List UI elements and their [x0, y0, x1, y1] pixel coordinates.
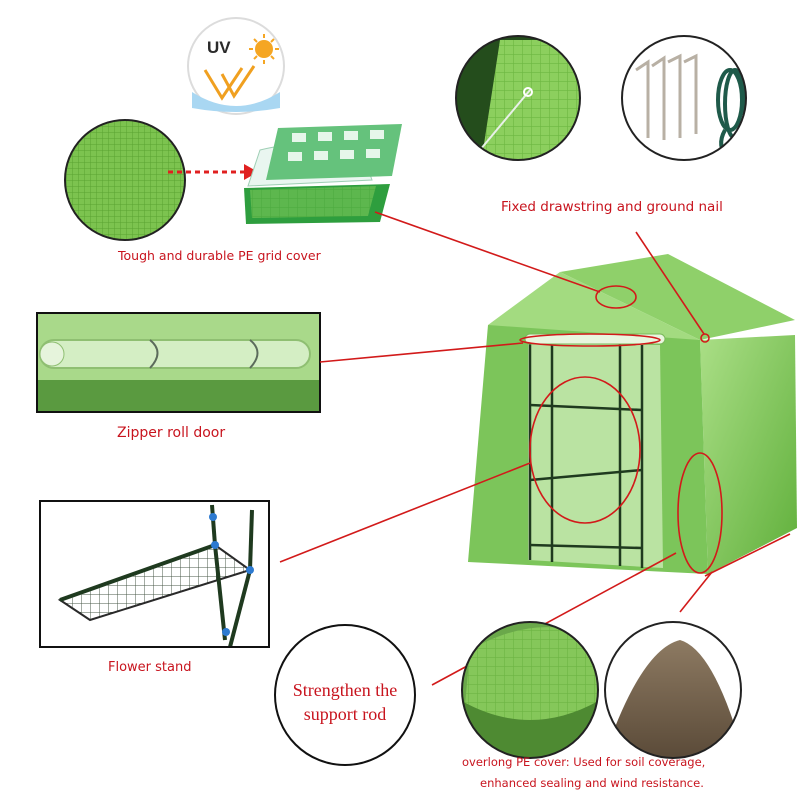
overlong-cover-line2: enhanced sealing and wind resistance.: [480, 776, 704, 790]
uv-label: UV: [207, 38, 231, 57]
overlong-cover-marker: [704, 533, 791, 577]
drawstring-closeup-image: [455, 35, 581, 161]
flower-stand-marker: [529, 376, 641, 524]
ground-nails-and-rope-image: [621, 35, 747, 161]
flower-stand-caption: Flower stand: [108, 660, 192, 675]
pe-grid-closeup-image: [64, 119, 186, 241]
flower-stand-image: [39, 500, 270, 648]
soil-pile-image: [604, 621, 742, 759]
grid-cover-marker: [595, 285, 637, 309]
zipper-door-caption: Zipper roll door: [117, 425, 226, 441]
zipper-door-marker: [519, 333, 661, 347]
support-rod-line1: Strengthen the: [292, 680, 398, 700]
callout-markers: [279, 211, 791, 686]
material-layers-diagram: [244, 124, 402, 224]
support-rod-caption-circle: [274, 624, 416, 766]
support-rod-line2: support rod: [303, 704, 387, 724]
support-rod-marker: [677, 452, 723, 574]
grid-cover-caption: Tough and durable PE grid cover: [118, 248, 321, 263]
sun-icon: [249, 34, 279, 64]
walk-in-greenhouse-image: [468, 254, 797, 574]
drawstring-marker: [700, 333, 710, 343]
reflect-arrows-icon: [203, 65, 256, 101]
overlong-cover-caption: overlong PE cover: Used for soil coverag…: [462, 752, 705, 794]
uv-protection-badge: [187, 17, 285, 115]
layer-arrow-icon: [168, 164, 258, 180]
support-rod-caption: Strengthen the support rod: [275, 678, 415, 726]
overlong-cover-line1: overlong PE cover: Used for soil coverag…: [462, 755, 706, 769]
overlong-cover-closeup-image: [461, 621, 599, 759]
drawstring-caption: Fixed drawstring and ground nail: [501, 199, 723, 215]
zipper-roll-door-image: [36, 312, 321, 413]
